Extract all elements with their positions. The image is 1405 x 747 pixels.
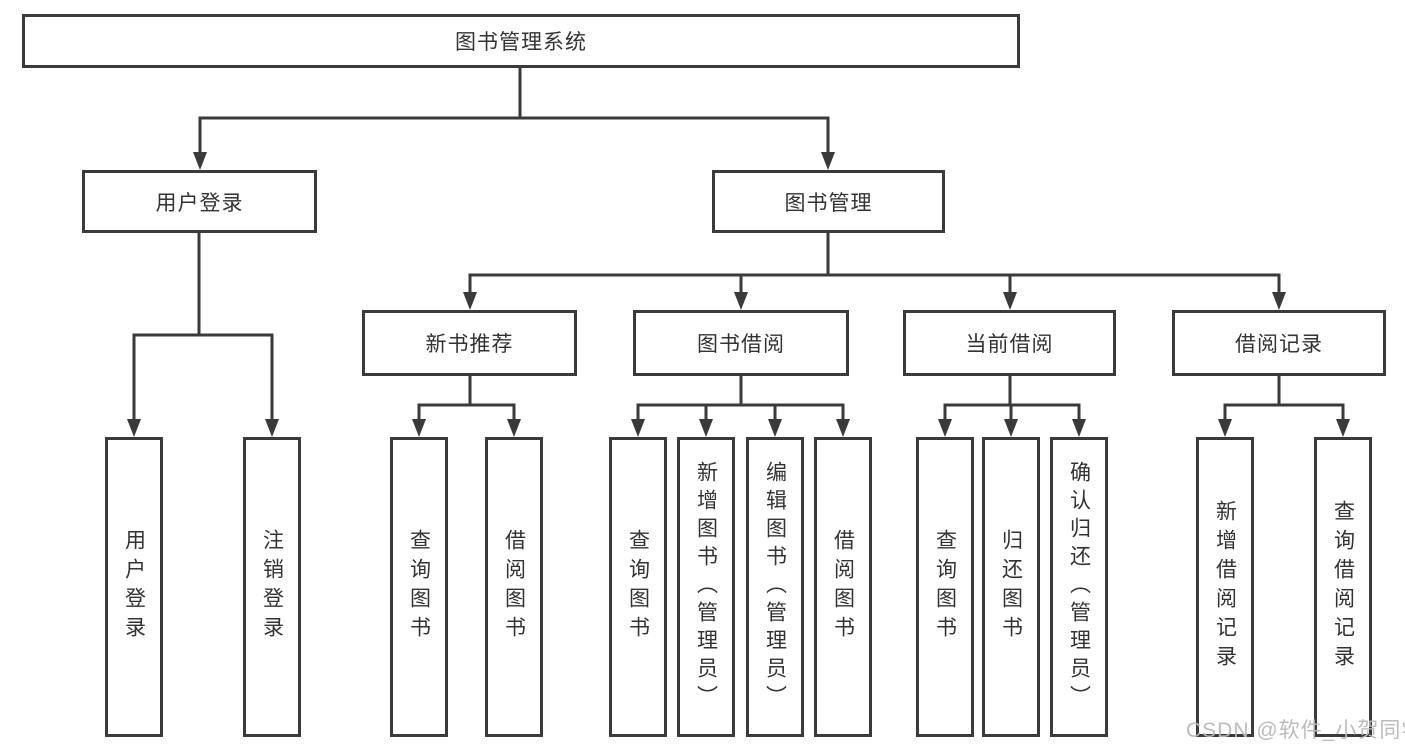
- node-label: 借阅记录: [1235, 333, 1323, 356]
- leaf-query-books-borrowing: 查询图书: [609, 437, 667, 737]
- node-label: 借阅图书: [502, 529, 526, 645]
- leaf-query-borrow-record: 查询借阅记录: [1314, 437, 1372, 737]
- node-label: 归还图书: [999, 529, 1023, 645]
- node-label: 注销登录: [260, 529, 284, 645]
- csdn-watermark: CSDN @软件_小贺同学: [1186, 719, 1405, 742]
- node-label: 新书推荐: [425, 333, 514, 356]
- node-label: 用户登录: [122, 529, 146, 645]
- node-label: 新增图书（管理员）: [694, 461, 718, 713]
- node-label: 确认归还（管理员）: [1067, 461, 1091, 713]
- node-current-borrowing: 当前借阅: [903, 310, 1116, 376]
- leaf-borrow-books-recommend: 借阅图书: [485, 437, 543, 737]
- leaf-confirm-return-admin: 确认归还（管理员）: [1050, 437, 1108, 737]
- node-label: 编辑图书（管理员）: [763, 461, 787, 713]
- node-new-book-recommend: 新书推荐: [362, 310, 577, 376]
- node-borrowing-records: 借阅记录: [1172, 310, 1386, 376]
- node-label: 图书借阅: [697, 333, 785, 356]
- node-label: 查询借阅记录: [1331, 500, 1355, 674]
- arrowheads: [127, 152, 1350, 437]
- leaf-edit-book-admin: 编辑图书（管理员）: [746, 437, 804, 737]
- node-label: 图书管理: [784, 191, 873, 215]
- leaf-add-book-admin: 新增图书（管理员）: [677, 437, 735, 737]
- node-label: 图书管理系统: [455, 31, 587, 54]
- leaf-query-books-recommend: 查询图书: [390, 437, 448, 737]
- leaf-query-books-current: 查询图书: [916, 437, 974, 737]
- node-label: 借阅图书: [831, 529, 855, 645]
- node-label: 查询图书: [626, 529, 650, 645]
- leaf-add-borrow-record: 新增借阅记录: [1196, 437, 1254, 737]
- node-label: 新增借阅记录: [1213, 500, 1237, 674]
- leaf-borrow-books-borrowing: 借阅图书: [814, 437, 872, 737]
- leaf-logout: 注销登录: [243, 437, 301, 737]
- node-label: 查询图书: [933, 529, 957, 645]
- node-user-login: 用户登录: [82, 170, 317, 233]
- node-root-library-management-system: 图书管理系统: [22, 14, 1020, 68]
- node-label: 查询图书: [407, 529, 431, 645]
- node-label: 用户登录: [155, 191, 244, 215]
- node-label: 当前借阅: [965, 333, 1054, 356]
- node-book-management: 图书管理: [712, 170, 945, 233]
- leaf-user-login: 用户登录: [105, 437, 163, 737]
- leaf-return-books: 归还图书: [982, 437, 1040, 737]
- node-book-borrowing: 图书借阅: [633, 310, 849, 376]
